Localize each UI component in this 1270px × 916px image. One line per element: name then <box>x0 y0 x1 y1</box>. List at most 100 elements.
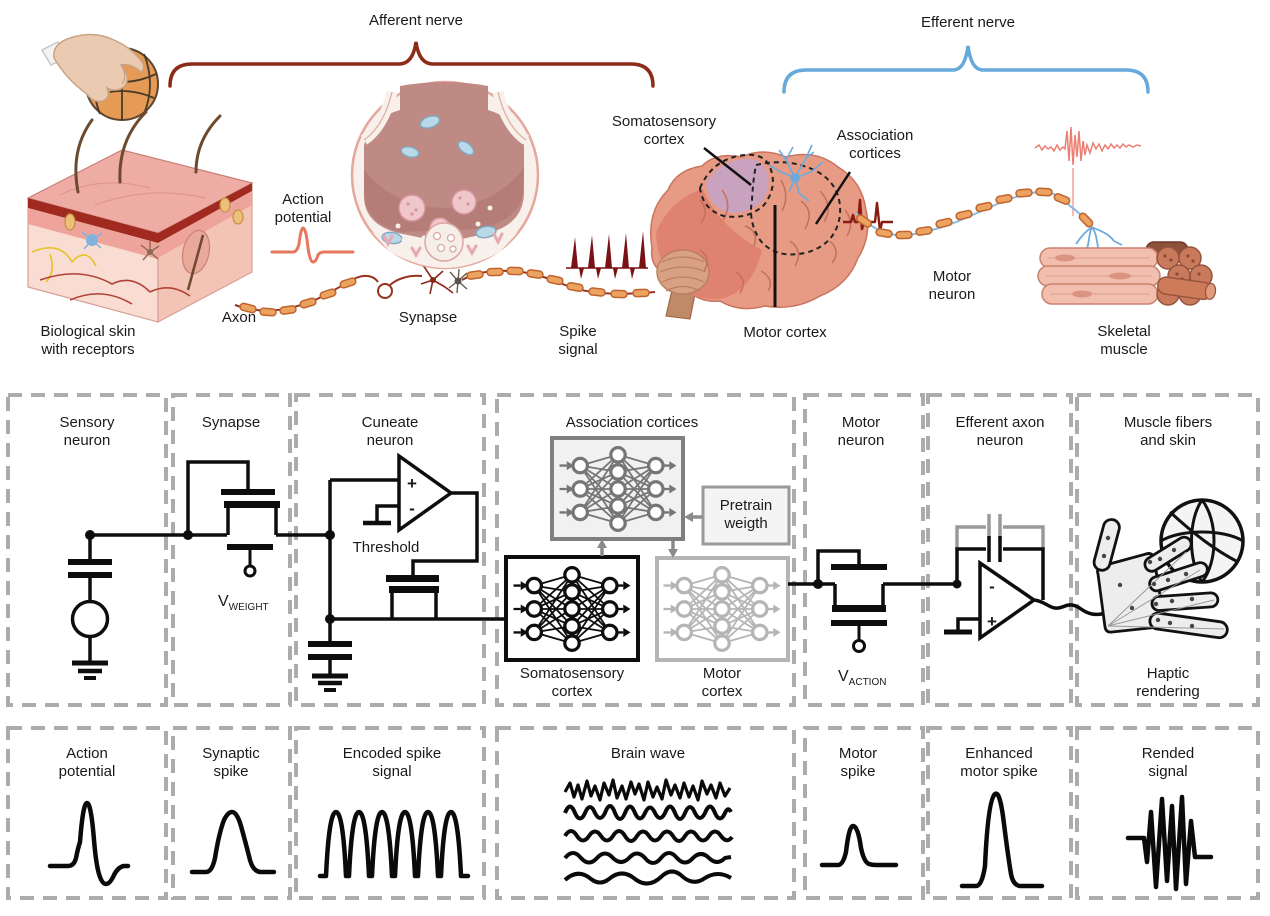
pretrain-weight-label-line2: weigth <box>723 515 767 532</box>
brain-wave-box <box>495 726 796 900</box>
motor-spike-wave-box <box>803 726 925 900</box>
association-neural-network <box>557 445 679 533</box>
action-potential-waveform <box>47 800 131 887</box>
hand-basketball-illustration <box>40 33 159 121</box>
motor-spike-label-line2: spike <box>840 763 875 780</box>
synapse-box <box>171 393 292 707</box>
synapse-neurons <box>418 260 468 295</box>
axon-label: Axon <box>222 309 256 326</box>
association-cortices-box <box>495 393 796 707</box>
sensory-neuron-title-line1: Sensory <box>59 414 115 431</box>
synaptic-spike-label-line2: spike <box>213 763 248 780</box>
enhanced-motor-spike-label-line1: Enhanced <box>965 745 1033 762</box>
afferent-axon-chain <box>234 260 656 317</box>
afferent-nerve-label: Afferent nerve <box>369 12 463 29</box>
motor-neuron-circuit: VACTION <box>788 549 957 688</box>
action-potential-wave-box <box>6 726 168 900</box>
afferent-nerve-brace <box>168 41 655 88</box>
haptic-rendering-label-line2: rendering <box>1136 683 1199 700</box>
opamp-plus-sign: + <box>987 612 997 631</box>
spike-signal-label-line2: signal <box>558 341 597 358</box>
action-potential-label-line2: potential <box>275 209 332 226</box>
rended-signal-waveform <box>1125 794 1214 892</box>
sensory-neuron-circuit <box>68 530 227 680</box>
association-pointer-line <box>814 171 852 225</box>
sensory-neuron-title-line2: neuron <box>64 432 111 449</box>
somatosensory-cortex-label-line2: cortex <box>644 131 685 148</box>
efferent-axon-chain <box>854 168 1123 262</box>
artificial-circuit-row: Sensory neuron Synapse Cuneate neuron As… <box>6 393 1260 707</box>
comparator-plus-sign: + <box>407 474 417 493</box>
cuneate-neuron-circuit: + - Threshold <box>308 452 506 692</box>
association-cortices-title: Association cortices <box>566 414 699 431</box>
motor-nn-label-line2: cortex <box>702 683 743 700</box>
haptic-rendering-label-line1: Haptic <box>1147 665 1190 682</box>
motor-neuron-box <box>803 393 925 707</box>
association-cortices-circuit: Pretrain weigth Somatosensory cortex Mot… <box>504 436 791 700</box>
cuneate-neuron-title-line1: Cuneate <box>362 414 419 431</box>
synapse-circuit: VWEIGHT <box>183 460 330 613</box>
signal-waveform-row: Action potential Synaptic spike Encoded … <box>6 726 1260 900</box>
synaptic-spike-label-line1: Synaptic <box>202 745 260 762</box>
emg-burst-wave <box>1034 126 1142 166</box>
motor-spike-waveform <box>819 823 899 868</box>
somatosensory-pointer-line <box>703 147 752 186</box>
cuneate-neuron-box <box>294 393 486 707</box>
brain-wave-traces <box>563 778 734 886</box>
encoded-spike-waveform <box>317 809 471 879</box>
pretrain-weight-label-line1: Pretrain <box>720 497 773 514</box>
enhanced-motor-spike-wave-box <box>926 726 1073 900</box>
efferent-spike-wave <box>843 198 893 233</box>
action-potential-wave-label-line1: Action <box>66 745 108 762</box>
association-cortices-label-line1: Association <box>837 127 914 144</box>
motor-cortex-label: Motor cortex <box>743 324 827 341</box>
efferent-axon-circuit: - + <box>944 514 1107 642</box>
efferent-nerve-label: Efferent nerve <box>921 14 1015 31</box>
synaptic-spike-wave-box <box>171 726 292 900</box>
synapse-label: Synapse <box>399 309 457 326</box>
synapse-illustration <box>350 80 540 270</box>
action-potential-label-line1: Action <box>282 191 324 208</box>
brain-illustration <box>649 144 869 320</box>
efferent-axon-neuron-title-line2: neuron <box>977 432 1024 449</box>
opamp-minus-sign: - <box>989 577 995 596</box>
somatosensory-nn-label-line1: Somatosensory <box>520 665 625 682</box>
somatosensory-nn-label-line2: cortex <box>552 683 593 700</box>
haptic-hand-illustration: Haptic rendering <box>1092 498 1245 700</box>
skeletal-muscle-label-line1: Skeletal <box>1097 323 1150 340</box>
comparator-minus-sign: - <box>409 499 415 518</box>
spike-signal-marks <box>566 231 648 279</box>
threshold-label: Threshold <box>353 539 420 556</box>
skeletal-muscle-label-line2: muscle <box>1100 341 1148 358</box>
action-potential-wave <box>270 226 355 264</box>
biological-pathway-row: Afferent nerve Efferent nerve <box>26 12 1217 358</box>
spike-signal-label-line1: Spike <box>559 323 597 340</box>
cuneate-neuron-title-line2: neuron <box>367 432 414 449</box>
motor-nn-label-line1: Motor <box>703 665 741 682</box>
somatosensory-cortex-label-line1: Somatosensory <box>612 113 717 130</box>
motor-neuron-label-line2: neuron <box>929 286 976 303</box>
skeletal-muscle-illustration <box>1037 241 1217 306</box>
pretrain-weight-box <box>701 485 791 546</box>
muscle-fibers-title-line1: Muscle fibers <box>1124 414 1212 431</box>
cortical-neuron <box>768 144 824 202</box>
encoded-spike-label-line2: signal <box>372 763 411 780</box>
motor-neuron-title-line1: Motor <box>842 414 880 431</box>
enhanced-motor-spike-waveform <box>959 791 1045 889</box>
motor-neural-network <box>661 565 783 653</box>
synaptic-spike-waveform <box>189 809 277 875</box>
biological-skin-illustration <box>26 110 254 323</box>
muscle-fibers-title-line2: and skin <box>1140 432 1196 449</box>
association-region-outline <box>750 161 842 256</box>
motor-spike-label-line1: Motor <box>839 745 877 762</box>
motor-neuron-label-line1: Motor <box>933 268 971 285</box>
encoded-spike-wave-box <box>294 726 486 900</box>
rended-signal-label-line2: signal <box>1148 763 1187 780</box>
encoded-spike-label-line1: Encoded spike <box>343 745 441 762</box>
biological-skin-label-line1: Biological skin <box>40 323 135 340</box>
v-weight-label: VWEIGHT <box>218 593 269 613</box>
association-cortices-label-line2: cortices <box>849 145 901 162</box>
biological-skin-label-line2: with receptors <box>40 341 134 358</box>
efferent-axon-neuron-box <box>926 393 1073 707</box>
action-potential-wave-label-line2: potential <box>59 763 116 780</box>
